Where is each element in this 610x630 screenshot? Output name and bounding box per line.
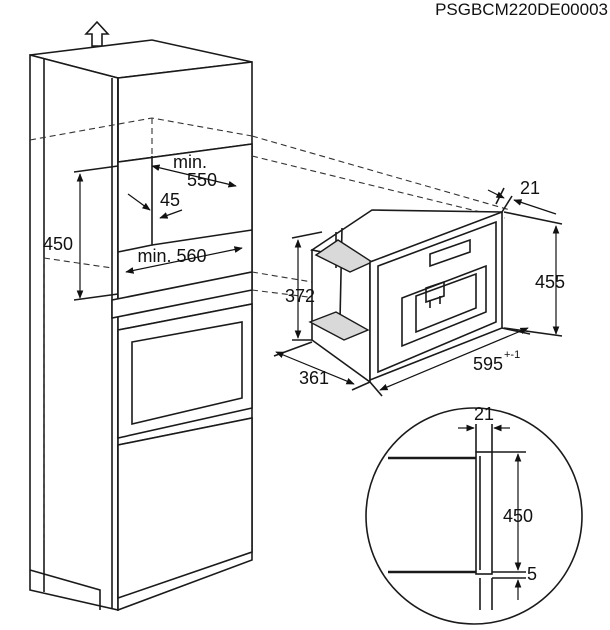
dim-body-height: 372 (285, 231, 323, 341)
panel-thickness-label: 21 (474, 404, 494, 424)
front-height-label: 455 (535, 272, 565, 292)
dim-min-depth: min. 560 (125, 246, 243, 274)
dim-body-depth: 361 (273, 341, 371, 391)
gap-label: 5 (527, 564, 537, 584)
dim-gap: 5 (492, 564, 537, 600)
opening-height-label: 450 (43, 234, 73, 254)
dim-side-depth: 21 (487, 178, 557, 215)
body-height-label: 372 (285, 286, 315, 306)
detail-opening-label: 450 (503, 506, 533, 526)
up-arrow-icon (84, 20, 110, 47)
depth-offset-label: 45 (160, 190, 180, 210)
dim-panel-thickness: 21 (458, 404, 510, 432)
dim-front-width: 595 +-1 (369, 327, 531, 397)
dim-front-height: 455 (503, 211, 565, 337)
dim-depth-offset: 45 (127, 190, 183, 219)
min-depth-label: min. 560 (137, 246, 206, 266)
dim-detail-opening: 450 (492, 451, 533, 573)
side-depth-label: 21 (520, 178, 540, 198)
dim-opening-height: 450 (43, 165, 119, 301)
min-width-label: min. (173, 152, 207, 172)
body-depth-label: 361 (299, 368, 329, 388)
front-width-tolerance: +-1 (504, 349, 520, 361)
min-width-value: 550 (187, 170, 217, 190)
front-width-label: 595 (473, 354, 503, 374)
detail-view (365, 407, 583, 625)
drawing-code: PSGBCM220DE00003 (435, 0, 608, 19)
dim-min-width: min. 550 (151, 152, 237, 190)
tall-cabinet (29, 39, 253, 612)
coffee-machine (308, 209, 504, 384)
